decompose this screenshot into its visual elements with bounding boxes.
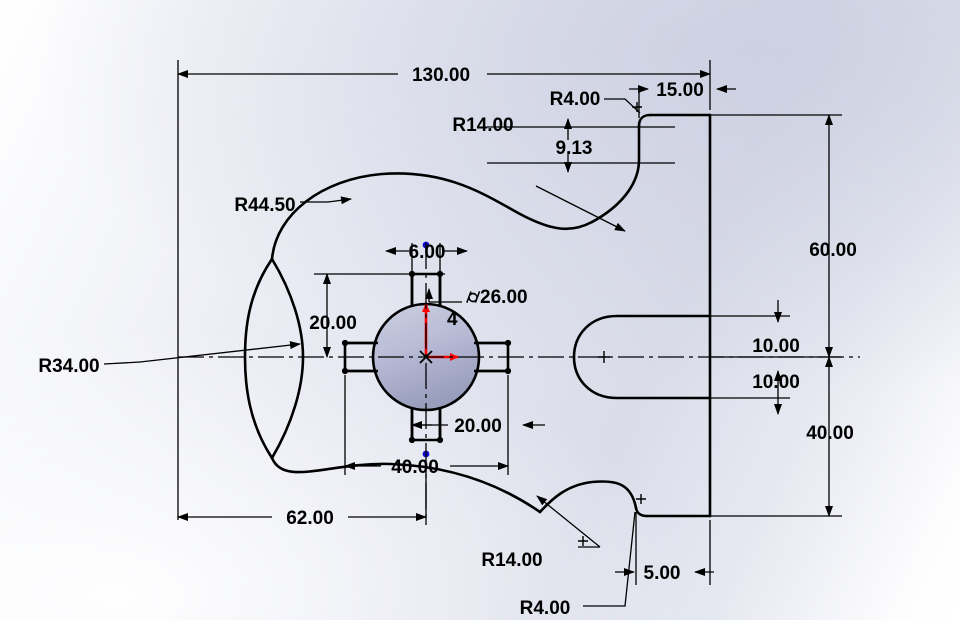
outer-profile-upper[interactable] [270, 172, 594, 261]
dim-text-6000[interactable]: 60.00 [809, 240, 857, 261]
left-outer-arc[interactable] [243, 257, 274, 460]
dimension-layer[interactable] [103, 60, 842, 607]
dim-text-600[interactable]: 6.00 [409, 242, 446, 263]
dim-text-r4-top[interactable]: R4.00 [550, 89, 601, 110]
leader-r3400b [139, 341, 301, 363]
left-inner-arc-r34[interactable] [270, 257, 305, 460]
dim-text-15[interactable]: 15.00 [656, 80, 704, 101]
internal-slot[interactable] [572, 314, 712, 400]
face-number-label: 4 [447, 309, 458, 330]
bottom-bulb-arc[interactable] [538, 480, 638, 514]
dim-text-4000-bot[interactable]: 40.00 [391, 457, 439, 478]
dim-text-130[interactable]: 130.00 [412, 65, 470, 86]
leader-r4-bot [583, 511, 636, 607]
dim-text-r14-bot[interactable]: R14.00 [481, 550, 542, 571]
leader-r14-bot-arrow [536, 495, 601, 548]
dim-text-1000-b[interactable]: 10.00 [752, 372, 800, 393]
dim-text-1000-a[interactable]: 10.00 [752, 336, 800, 357]
sketch-points[interactable] [341, 270, 512, 444]
dim-text-dia26[interactable]: ⌭26.00 [465, 287, 527, 308]
dim-text-6200[interactable]: 62.00 [286, 508, 334, 529]
leader-r3400 [103, 361, 141, 365]
bottom-fillet-r4[interactable] [634, 506, 649, 518]
leader-r4-top [604, 98, 641, 114]
dim-text-r4-bot[interactable]: R4.00 [520, 598, 571, 619]
dim-text-r14-top[interactable]: R14.00 [452, 115, 513, 136]
leader-r14-top [535, 185, 626, 232]
dim-text-2000-bot[interactable]: 20.00 [454, 416, 502, 437]
dim-text-500[interactable]: 5.00 [644, 563, 681, 584]
leader-r4450b [327, 196, 352, 205]
dimension-text-layer[interactable]: 130.00 15.00 R4.00 R14.00 9.13 R44.50 6.… [38, 65, 856, 619]
dim-text-r4450[interactable]: R44.50 [234, 195, 295, 216]
dim-text-20-left[interactable]: 20.00 [309, 313, 357, 334]
top-fillet-r4[interactable] [637, 113, 652, 128]
dim-text-r3400[interactable]: R34.00 [38, 356, 99, 377]
dim-text-913[interactable]: 9.13 [556, 138, 593, 159]
outer-profile-lower[interactable] [270, 456, 542, 514]
dim-text-4000-r[interactable]: 40.00 [806, 423, 854, 444]
top-bulb-arc[interactable] [590, 124, 641, 224]
